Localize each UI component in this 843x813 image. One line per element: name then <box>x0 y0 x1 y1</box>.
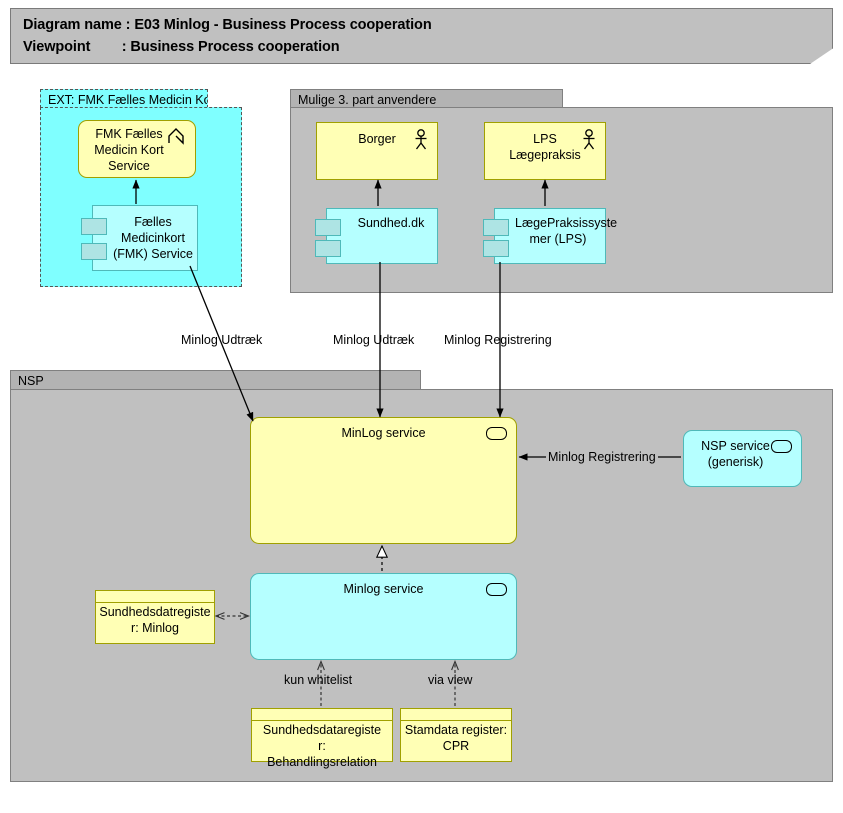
group-tab-mulige-3-part-anvendere: Mulige 3. part anvendere <box>290 89 563 108</box>
data-object-header-bar-icon <box>96 591 214 603</box>
component-tab-upper-icon <box>315 219 341 236</box>
edge-label-kun-whitelist: kun whitelist <box>284 673 353 687</box>
edge-label-lps-minlog-registrering: Minlog Registrering <box>444 333 552 347</box>
component-tab-lower-icon <box>81 243 107 260</box>
node-borger-label: Borger <box>358 132 396 146</box>
actor-icon <box>415 129 427 150</box>
node-borger-actor[interactable]: Borger <box>316 122 438 180</box>
viewpoint-text: Viewpoint : Business Process cooperation <box>23 39 340 55</box>
diagram-name-text: Diagram name : E03 Minlog - Business Pro… <box>23 17 432 33</box>
application-service-oval-icon <box>486 427 507 440</box>
node-minlog-service-technology[interactable]: Minlog service <box>250 573 517 660</box>
component-tab-upper-icon <box>483 219 509 236</box>
edge-label-nsp-minlog-registrering: Minlog Registrering <box>546 450 658 464</box>
node-stamdata-register-cpr[interactable]: Stamdata register:CPR <box>400 708 512 762</box>
edge-label-via-view: via view <box>428 673 473 687</box>
component-tab-lower-icon <box>315 240 341 257</box>
node-sundhed-dk[interactable]: Sundhed.dk <box>315 208 438 264</box>
component-tab-upper-icon <box>81 218 107 235</box>
application-service-oval-icon <box>486 583 507 596</box>
node-nsp-service-generisk[interactable]: NSP service(generisk) <box>683 430 802 487</box>
edge-label-fmk-minlog-udtraek: Minlog Udtræk <box>181 333 263 347</box>
actor-icon <box>583 129 595 150</box>
edge-label-sundheddk-minlog-udtraek: Minlog Udtræk <box>333 333 415 347</box>
diagram-title-header: Diagram name : E03 Minlog - Business Pro… <box>10 8 833 64</box>
data-object-header-bar-icon <box>252 709 392 721</box>
group-tab-ext-fmk: EXT: FMK Fælles Medicin Kort <box>40 89 208 108</box>
business-process-chevron-icon <box>168 128 184 145</box>
group-tab-nsp: NSP <box>10 370 421 390</box>
component-tab-lower-icon <box>483 240 509 257</box>
node-stamdata-cpr-label: Stamdata register:CPR <box>404 723 508 753</box>
node-minlog-service-tech-label: Minlog service <box>343 582 424 596</box>
node-sundhed-dk-label: Sundhed.dk <box>357 216 425 230</box>
node-minlog-service-app-label: MinLog service <box>341 426 426 440</box>
node-minlog-service-application[interactable]: MinLog service <box>250 417 517 544</box>
node-nsp-service-label: NSP service(generisk) <box>701 439 770 469</box>
application-service-oval-icon <box>771 440 792 453</box>
data-object-header-bar-icon <box>401 709 511 721</box>
